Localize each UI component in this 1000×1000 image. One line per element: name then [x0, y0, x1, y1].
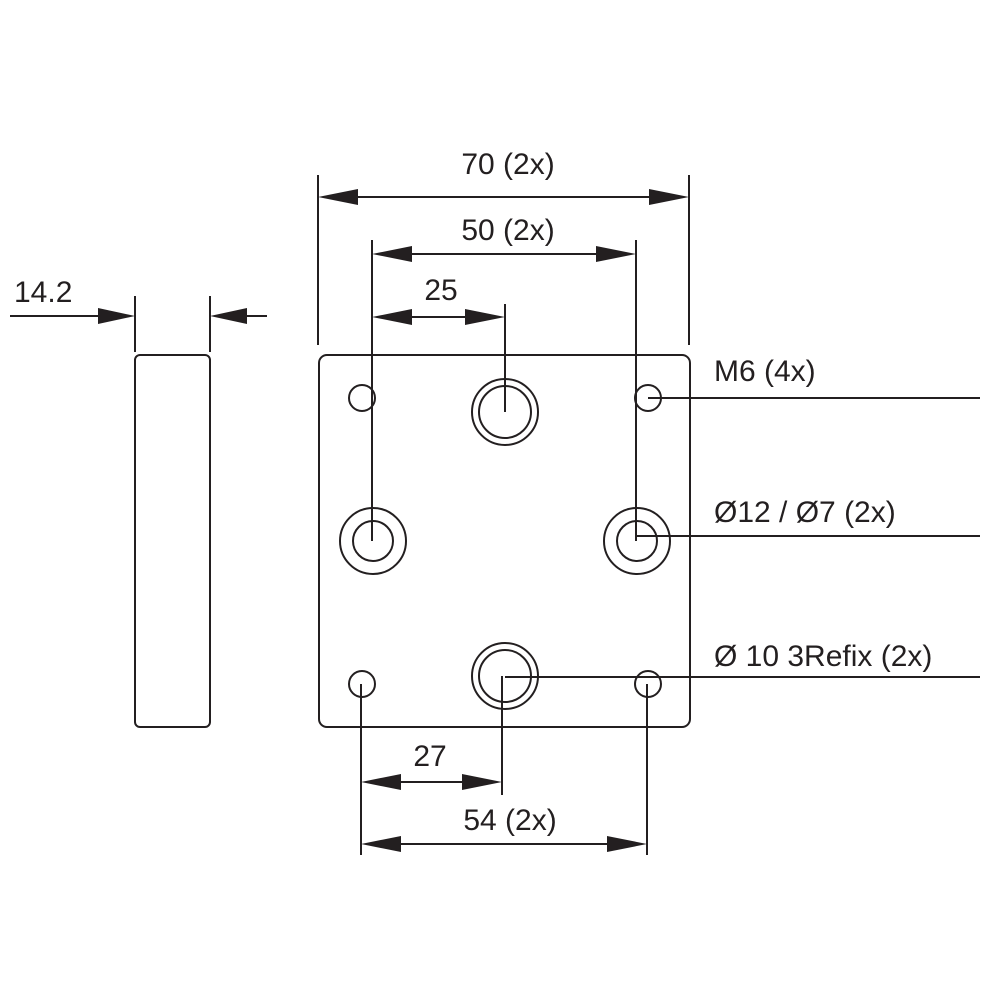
dim-25-label: 25 — [424, 274, 457, 307]
callout-m6: M6 (4x) — [648, 355, 980, 399]
callout-refix: Ø 10 3Refix (2x) — [505, 640, 980, 678]
dim-54-label: 54 (2x) — [463, 804, 556, 837]
dim-27-arrow-left — [361, 774, 401, 790]
dim-25: 25 — [372, 274, 506, 412]
callout-m6-label: M6 (4x) — [714, 355, 816, 388]
dim-25-arrow-left — [372, 309, 412, 325]
dim-50-arrow-right — [596, 246, 636, 262]
dim-54-arrow-right — [607, 836, 647, 852]
dim-27: 27 — [360, 676, 503, 855]
dim-70-label: 70 (2x) — [461, 148, 554, 181]
callout-counterbore: Ø12 / Ø7 (2x) — [637, 496, 980, 537]
dim-54: 54 (2x) — [361, 684, 648, 855]
dim-27-arrow-right — [462, 774, 502, 790]
thickness-label: 14.2 — [14, 276, 72, 309]
dim-70-arrow-left — [318, 189, 358, 205]
dim-54-arrow-left — [361, 836, 401, 852]
dim-70: 70 (2x) — [317, 148, 690, 345]
callout-counterbore-label: Ø12 / Ø7 (2x) — [714, 496, 896, 529]
side-view-outline — [134, 354, 211, 728]
callout-refix-label: Ø 10 3Refix (2x) — [714, 640, 932, 673]
dim-50-label: 50 (2x) — [461, 214, 554, 247]
m6-hole-top-left — [348, 384, 376, 412]
dim-50-arrow-left — [372, 246, 412, 262]
dim-70-arrow-right — [649, 189, 689, 205]
thickness-arrow-left — [98, 308, 135, 324]
thickness-arrow-right — [210, 308, 247, 324]
dim-27-label: 27 — [413, 740, 446, 773]
side-view: 14.2 — [10, 276, 267, 728]
front-view — [318, 354, 691, 728]
dim-50: 50 (2x) — [371, 214, 637, 541]
dim-25-arrow-right — [465, 309, 505, 325]
